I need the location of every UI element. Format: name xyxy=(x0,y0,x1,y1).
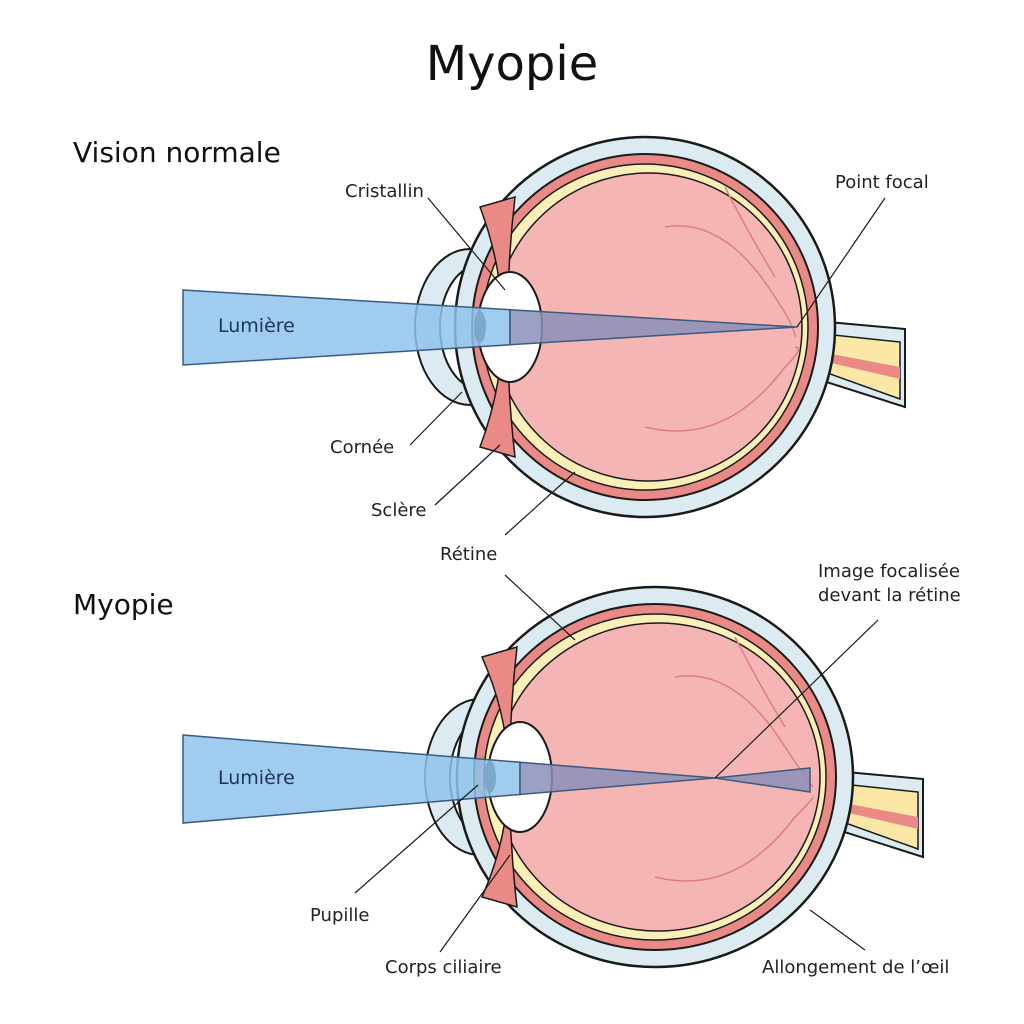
leader-pupille xyxy=(354,784,479,894)
leader-image-focalisee xyxy=(714,619,879,779)
leader-allongement xyxy=(809,909,866,951)
myopia-blood-vessel-1 xyxy=(654,796,814,882)
label-pupille: Pupille xyxy=(310,905,370,926)
page-title: Myopie xyxy=(425,36,599,92)
leader-sclere xyxy=(434,444,501,506)
label-retine: Rétine xyxy=(440,544,498,565)
label-point-focal: Point focal xyxy=(835,172,929,193)
leader-retine-1 xyxy=(504,471,576,536)
myopia-diverging-beam xyxy=(714,767,811,793)
label-image-focalisee-1: Image focalisée xyxy=(818,561,960,582)
myopia-converging-beam xyxy=(519,761,716,796)
beam-label-normal: Lumière xyxy=(218,315,295,337)
leader-retine-2 xyxy=(504,574,576,641)
leader-corps-ciliaire xyxy=(439,854,511,953)
normal-blood-vessel-2 xyxy=(724,186,776,278)
label-allongement: Allongement de l’œil xyxy=(762,957,950,978)
leader-cristallin xyxy=(427,197,506,291)
label-sclere: Sclère xyxy=(371,500,427,521)
leader-cornee xyxy=(409,391,463,446)
label-corps-ciliaire: Corps ciliaire xyxy=(385,957,502,978)
normal-blood-vessel-1 xyxy=(644,346,800,432)
heading-normal: Vision normale xyxy=(73,136,281,169)
label-cristallin: Cristallin xyxy=(345,181,424,202)
label-cornee: Cornée xyxy=(330,437,395,458)
normal-blood-vessel-0 xyxy=(664,225,796,338)
leader-point-focal xyxy=(796,197,886,328)
label-image-focalisee-2: devant la rétine xyxy=(818,585,961,606)
normal-converging-beam xyxy=(509,308,798,346)
beam-label-myopia: Lumière xyxy=(218,767,295,789)
heading-myopia: Myopie xyxy=(73,588,174,621)
